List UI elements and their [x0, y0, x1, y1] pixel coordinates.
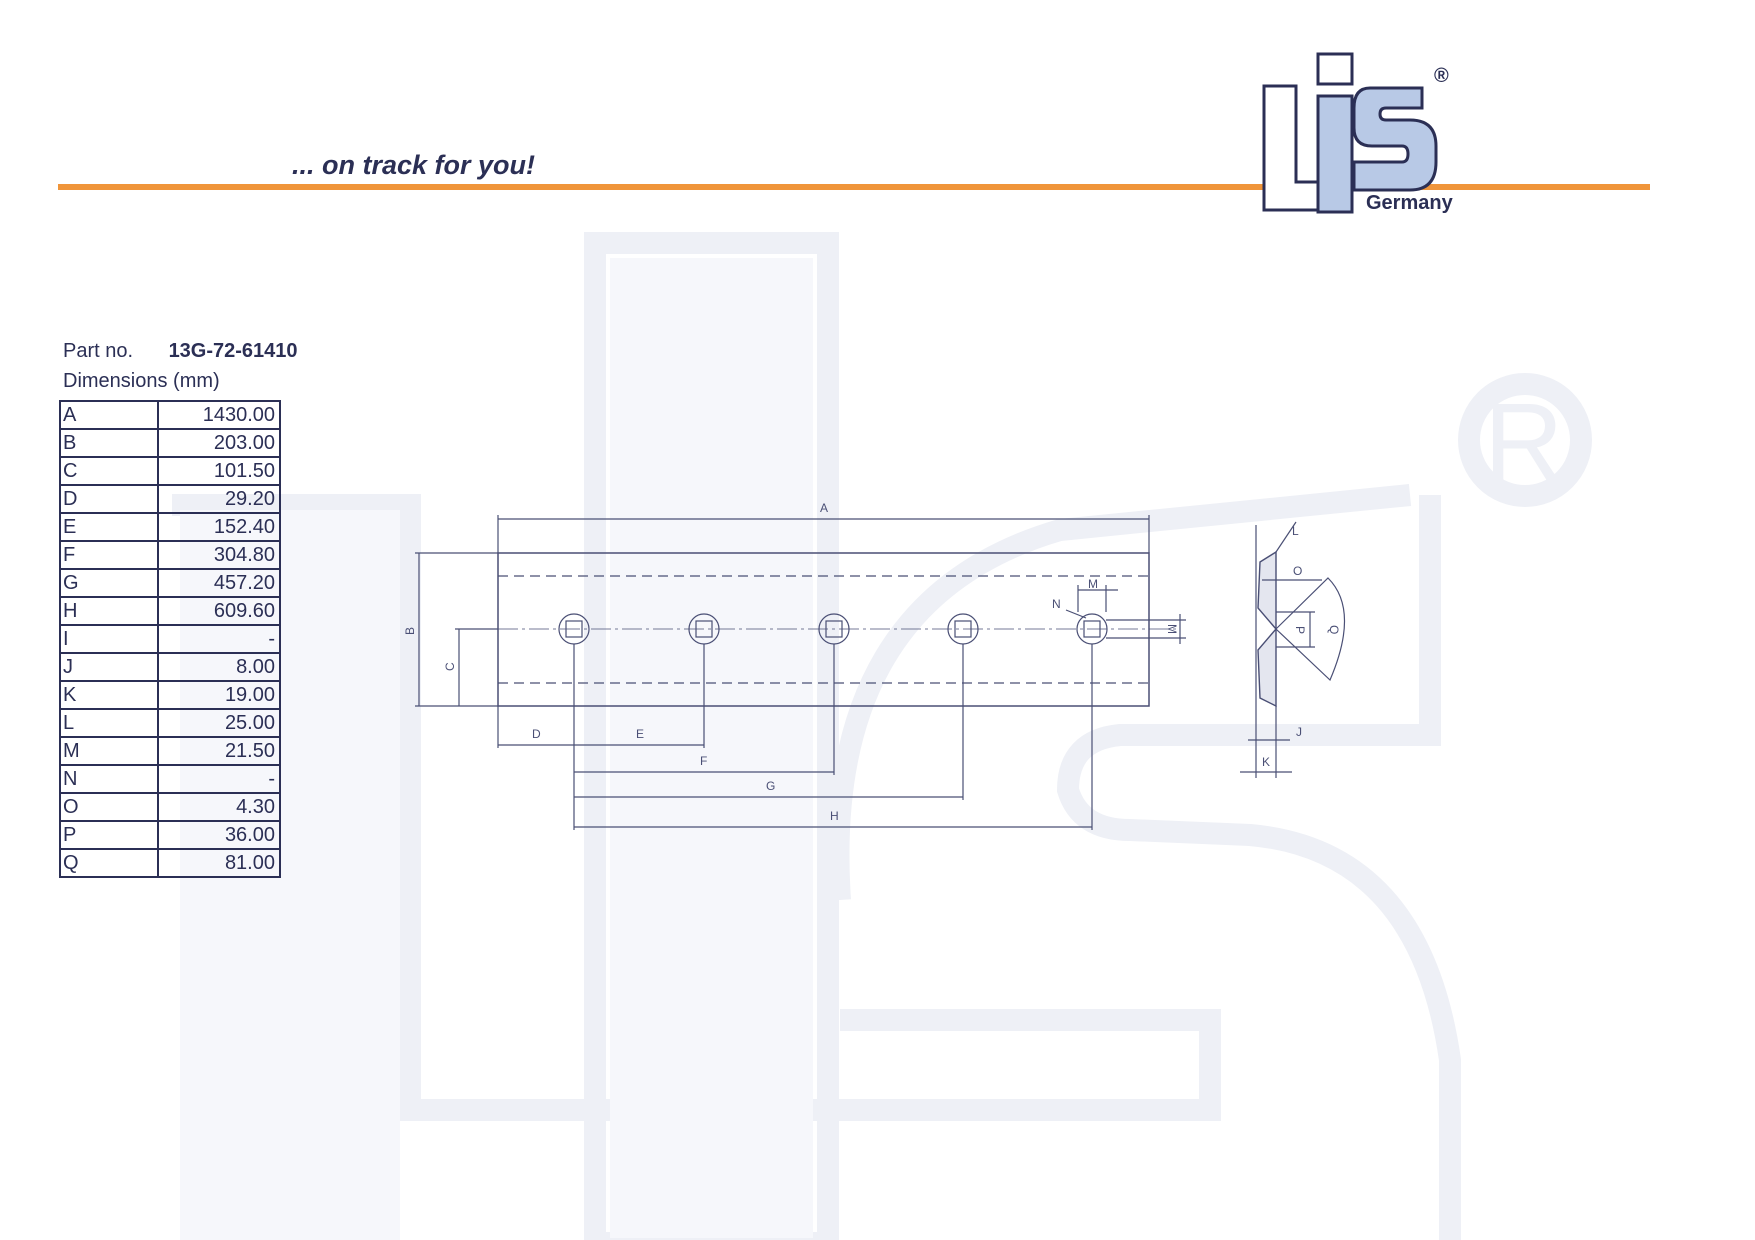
dimension-label-f: F: [700, 754, 707, 768]
dimension-value: 457.20: [157, 568, 281, 598]
slogan: ... on track for you!: [292, 150, 536, 180]
dimension-label-q: Q: [1327, 625, 1341, 634]
dimension-key: O: [59, 792, 159, 822]
dimension-label-c: C: [443, 662, 457, 671]
dimension-key: M: [59, 736, 159, 766]
header-accent-line: [58, 184, 1650, 190]
lis-logo: ®: [1262, 52, 1449, 214]
part-number-value: 13G-72-61410: [168, 340, 298, 362]
dimension-value: 304.80: [157, 540, 281, 570]
dimension-value: 8.00: [157, 652, 281, 682]
dimension-key: B: [59, 428, 159, 458]
dimension-label-m-side: M: [1165, 624, 1179, 634]
dimension-label-n: N: [1052, 597, 1061, 611]
dimension-label-j: J: [1296, 725, 1302, 739]
table-row: N-: [59, 764, 281, 794]
dimension-label-m: M: [1088, 577, 1098, 591]
dimension-key: Q: [59, 848, 159, 878]
dimension-key: L: [59, 708, 159, 738]
dimension-label-b: B: [403, 627, 417, 635]
dimension-label-h: H: [830, 809, 839, 823]
dimension-value: 36.00: [157, 820, 281, 850]
dimension-key: D: [59, 484, 159, 514]
dimension-label-p: P: [1293, 626, 1307, 634]
dimension-label-g: G: [766, 779, 775, 793]
dimension-key: P: [59, 820, 159, 850]
dimension-key: C: [59, 456, 159, 486]
dimension-value: 19.00: [157, 680, 281, 710]
dimension-key: K: [59, 680, 159, 710]
dimension-key: G: [59, 568, 159, 598]
side-profile: L O P Q J K: [1240, 521, 1346, 778]
dimension-key: A: [59, 400, 159, 430]
dimension-key: I: [59, 624, 159, 654]
dimension-label-k: K: [1262, 755, 1270, 769]
dimension-key: F: [59, 540, 159, 570]
dimension-value: 1430.00: [157, 400, 281, 430]
part-number-label: Part no.: [63, 340, 134, 362]
dimensions-title: Dimensions (mm): [63, 370, 220, 392]
dimension-value: -: [157, 624, 281, 654]
dimension-value: 25.00: [157, 708, 281, 738]
dimension-key: N: [59, 764, 159, 794]
dimension-value: 152.40: [157, 512, 281, 542]
dimension-value: 81.00: [157, 848, 281, 878]
dimension-key: J: [59, 652, 159, 682]
dimension-value: 101.50: [157, 456, 281, 486]
table-row: I-: [59, 624, 281, 654]
part-number-row: Part no. 13G-72-61410: [63, 340, 298, 370]
dimension-value: 609.60: [157, 596, 281, 626]
dimension-value: 4.30: [157, 792, 281, 822]
logo-country-label: Germany: [1366, 192, 1453, 214]
dimension-label-o: O: [1293, 564, 1302, 578]
dimension-label-e: E: [636, 727, 644, 741]
dimension-label-d: D: [532, 727, 541, 741]
svg-text:R: R: [1484, 381, 1563, 504]
dimension-value: 203.00: [157, 428, 281, 458]
dimension-value: -: [157, 764, 281, 794]
part-info: Part no. 13G-72-61410 Dimensions (mm): [63, 340, 298, 400]
dimension-value: 29.20: [157, 484, 281, 514]
dimension-label-a: A: [820, 501, 828, 515]
logo-registered-mark: ®: [1434, 65, 1449, 87]
dimension-value: 21.50: [157, 736, 281, 766]
dimension-label-l: L: [1292, 524, 1299, 538]
dimension-key: H: [59, 596, 159, 626]
dimension-key: E: [59, 512, 159, 542]
